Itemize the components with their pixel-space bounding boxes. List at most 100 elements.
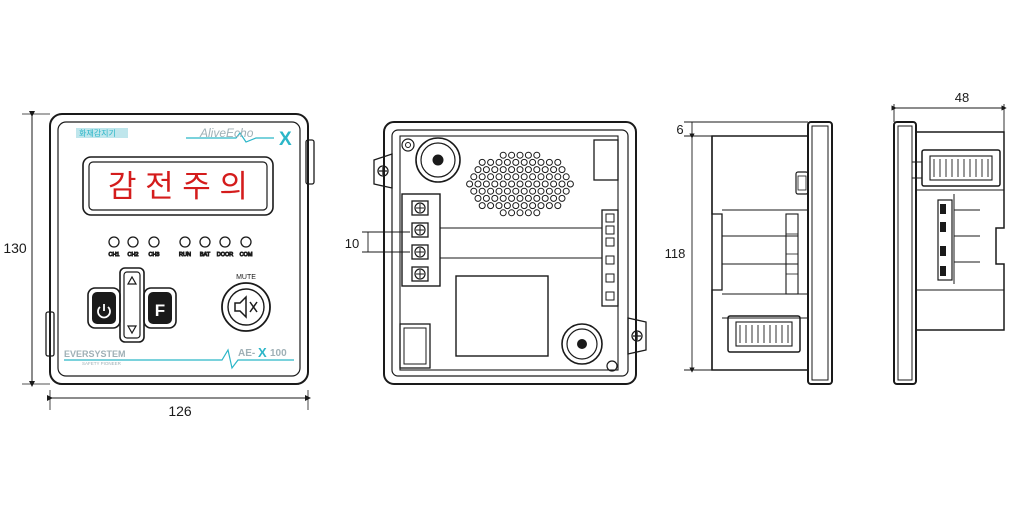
top-left-tag-bg [76, 128, 128, 138]
grille-hole [474, 194, 482, 202]
grille-hole [512, 202, 520, 210]
grille-hole [508, 180, 516, 188]
grille-hole [503, 173, 511, 181]
label-window [455, 275, 549, 357]
front-outer-frame [49, 113, 309, 385]
terminal-block [401, 193, 441, 287]
buzzer-top-center [432, 154, 444, 166]
dim-side-offset: 6 [676, 122, 683, 137]
dim-side-depth: 48 [955, 90, 969, 105]
grille-hole [487, 187, 495, 195]
grille-hole [482, 194, 490, 202]
grille-hole [478, 173, 486, 181]
mount-ear-bottom-right [627, 317, 647, 355]
side-body [711, 135, 809, 371]
mount-ear-top-left [373, 153, 393, 189]
grille-hole [533, 209, 541, 217]
led-label-ch2: CH2 [127, 252, 138, 258]
terminal-slot [411, 200, 429, 216]
grille-hole [516, 151, 524, 159]
grille-hole [545, 187, 553, 195]
front-inner-frame [57, 121, 301, 377]
side-clip-top [795, 171, 809, 195]
grille-hole [520, 158, 528, 166]
grille-hole [499, 180, 507, 188]
grille-hole [516, 180, 524, 188]
grille-hole [470, 187, 478, 195]
connector-pin [605, 213, 615, 223]
grille-hole [554, 158, 562, 166]
connector-pin [605, 273, 615, 283]
grille-hole [529, 173, 537, 181]
dim-front-height: 130 [3, 240, 27, 256]
grille-hole [541, 194, 549, 202]
arrow-up-icon[interactable] [126, 275, 138, 285]
brand-pulse-line [186, 131, 274, 143]
grille-hole [524, 209, 532, 217]
grille-hole [524, 194, 532, 202]
clamp2-teeth [933, 159, 989, 177]
grille-hole [533, 194, 541, 202]
grille-hole [508, 151, 516, 159]
led-label-bat: BAT [200, 252, 211, 258]
grille-hole [474, 180, 482, 188]
grille-hole [503, 202, 511, 210]
grille-hole [550, 166, 558, 174]
keypad: F [87, 267, 177, 343]
grille-hole [520, 187, 528, 195]
display-text: 감 전 주 의 [108, 169, 248, 204]
grille-hole [562, 173, 570, 181]
grille-hole [516, 166, 524, 174]
up-down-key-inner [123, 271, 141, 339]
connector-pin [605, 237, 615, 247]
f-key[interactable] [148, 292, 172, 324]
buzzer-bottom-center [577, 339, 587, 349]
grille-hole [487, 202, 495, 210]
grille-hole [487, 173, 495, 181]
connector-pin [605, 225, 615, 235]
grille-hole [524, 180, 532, 188]
led-ch2 [127, 236, 139, 248]
back-inner-frame [391, 129, 629, 377]
side-view-right [893, 121, 1005, 385]
grille-hole [533, 166, 541, 174]
side-view-left [711, 121, 833, 385]
dim-terminal-pitch: 10 [345, 236, 359, 251]
side2-faceplate [893, 121, 917, 385]
front-right-clip [305, 139, 315, 185]
arrow-down-icon[interactable] [126, 325, 138, 335]
grille-hole [537, 158, 545, 166]
grille-hole [474, 166, 482, 174]
grille-hole [478, 158, 486, 166]
grille-hole [537, 173, 545, 181]
grille-hole [466, 180, 474, 188]
led-ch1 [108, 236, 120, 248]
buzzer-top-outer [415, 137, 461, 183]
grille-hole [487, 158, 495, 166]
brand-name: AliveEcho [199, 126, 254, 140]
grille-hole [508, 209, 516, 217]
dim-side-height: 118 [665, 246, 686, 261]
grille-hole [520, 173, 528, 181]
grille-hole [516, 194, 524, 202]
terminal-screws [411, 200, 429, 282]
led-label-run: RUN [179, 252, 191, 258]
display-outer [82, 156, 274, 216]
grille-hole [478, 187, 486, 195]
speaker-mute-icon [234, 295, 258, 319]
mute-button-outer[interactable] [221, 282, 271, 332]
grille-hole [512, 158, 520, 166]
grille-hole [495, 158, 503, 166]
terminal-slot [411, 222, 429, 238]
buzzer-bottom-outer [561, 323, 603, 365]
grille-hole [482, 166, 490, 174]
back-view [373, 121, 647, 385]
terminal-screw-icon [414, 246, 426, 258]
grille-hole [508, 194, 516, 202]
grille-hole [491, 180, 499, 188]
side2-connector [937, 199, 953, 281]
connector-pin [605, 255, 615, 265]
screw-top-left [401, 138, 415, 152]
